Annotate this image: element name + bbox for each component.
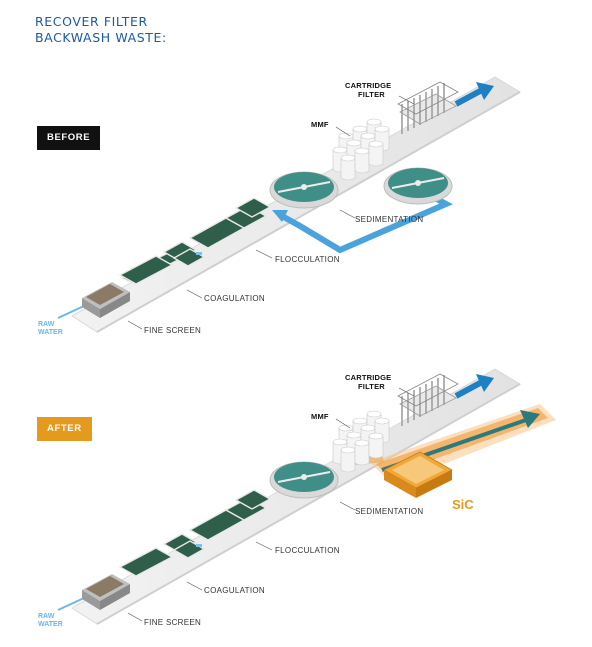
after-sic-module [383,451,453,498]
after-cartridge-label-2: FILTER [358,382,385,391]
after-flocculation-basins [188,489,272,541]
before-panel: CARTRIDGE FILTER MMF SEDIMENTATION FLOCC… [38,76,521,336]
before-fine-screen-label: FINE SCREEN [144,326,201,335]
after-raw-label-2: WATER [38,621,63,628]
after-clarifier [269,461,339,499]
before-clarifier-1 [269,171,339,209]
before-coagulation-label: COAGULATION [204,294,265,303]
before-flocculation-basins [188,197,272,249]
after-raw-label-1: RAW [38,613,55,620]
before-raw-label-2: WATER [38,329,63,336]
after-flocculation-label: FLOCCULATION [275,546,340,555]
after-coagulation-basins [118,533,206,577]
after-sic-label: SiC [452,497,474,512]
before-badge: BEFORE [37,126,101,150]
before-raw-water-inlet [57,305,85,319]
page-title: RECOVER FILTER BACKWASH WASTE: [35,14,167,46]
before-cartridge-filter [397,81,459,134]
after-mmf-label: MMF [311,412,329,421]
before-flocculation-label: FLOCCULATION [275,255,340,264]
title-line-1: RECOVER FILTER [35,14,148,29]
after-coagulation-label: COAGULATION [204,586,265,595]
after-fine-screen-unit [82,574,130,610]
after-fine-screen-label: FINE SCREEN [144,618,201,627]
after-sedimentation-label: SEDIMENTATION [355,507,424,516]
after-raw-water-inlet [57,597,85,611]
before-mmf-label: MMF [311,120,329,129]
before-cartridge-label-2: FILTER [358,90,385,99]
before-output-arrow [454,82,494,107]
after-badge: AFTER [37,417,92,441]
before-fine-screen-unit [82,282,130,318]
title-line-2: BACKWASH WASTE: [35,30,167,45]
before-coagulation-basins [118,241,206,285]
before-clarifier-2 [383,167,453,205]
after-cartridge-filter [397,373,459,426]
after-cartridge-label-1: CARTRIDGE [345,373,391,382]
before-cartridge-label-1: CARTRIDGE [345,81,391,90]
after-output-arrow [454,374,494,399]
before-sedimentation-label: SEDIMENTATION [355,215,424,224]
after-panel: CARTRIDGE FILTER MMF SiC SEDIMENTATION F… [38,368,556,628]
before-raw-label-1: RAW [38,321,55,328]
